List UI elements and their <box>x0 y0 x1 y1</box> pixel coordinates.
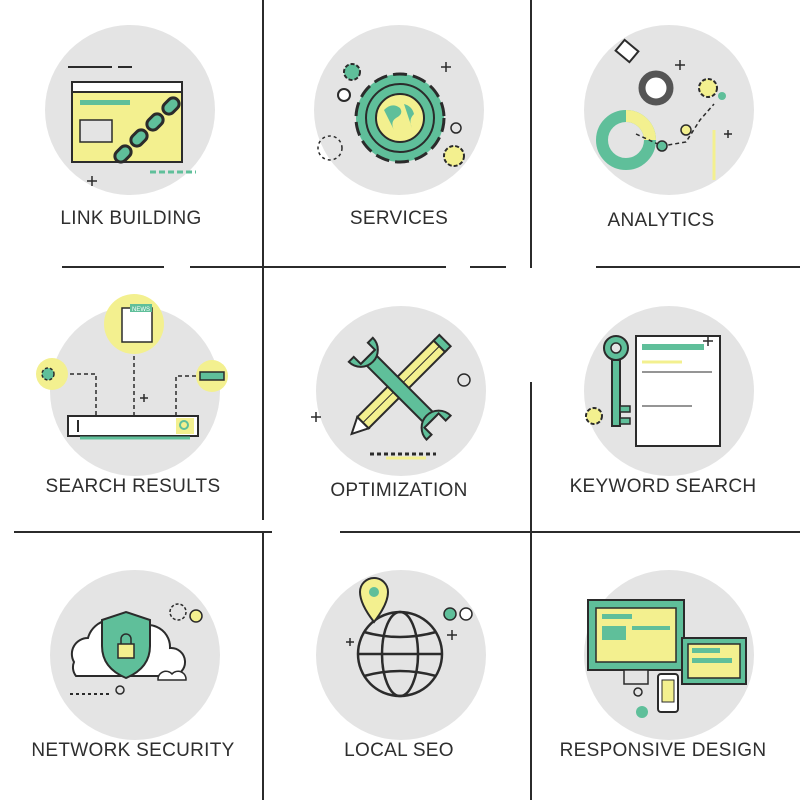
label-search-results: SEARCH RESULTS <box>45 476 221 497</box>
divider-vertical-2b <box>530 382 532 800</box>
divider-horizontal-1c <box>470 266 506 268</box>
cloud-shield-icon <box>70 603 203 695</box>
label-optimization: OPTIMIZATION <box>330 480 468 501</box>
label-network-security: NETWORK SECURITY <box>31 740 235 761</box>
tile-analytics: ANALYTICS <box>532 0 798 266</box>
pencil-wrench-icon <box>311 333 471 460</box>
tile-local-seo: LOCAL SEO <box>266 534 532 800</box>
globe-pin-icon <box>346 577 473 698</box>
chain-link-icon <box>68 66 196 186</box>
news-tag: NEWS <box>132 307 150 313</box>
label-analytics: ANALYTICS <box>607 210 715 231</box>
divider-horizontal-1d <box>596 266 800 268</box>
devices-icon <box>587 599 747 718</box>
magnifier-chart-icon <box>596 38 732 180</box>
label-responsive-design: RESPONSIVE DESIGN <box>559 740 767 761</box>
gear-globe-icon <box>317 62 465 167</box>
tile-responsive-design: RESPONSIVE DESIGN <box>532 534 798 800</box>
divider-horizontal-2b <box>340 531 800 533</box>
tile-link-building: LINK BUILDING <box>0 0 266 266</box>
divider-vertical-1b <box>262 532 264 800</box>
tile-keyword-search: KEYWORD SEARCH <box>532 266 798 532</box>
divider-horizontal-1b <box>190 266 446 268</box>
tile-services: SERVICES <box>266 0 532 266</box>
divider-vertical-1 <box>262 0 264 520</box>
divider-horizontal-2 <box>14 531 272 533</box>
tile-network-security: NETWORK SECURITY <box>0 534 266 800</box>
divider-vertical-2 <box>530 0 532 268</box>
key-document-icon <box>585 335 721 447</box>
tile-search-results: NEWS SEARCH RESULTS <box>0 266 266 532</box>
search-bar-icon: NEWS <box>36 294 228 440</box>
label-keyword-search: KEYWORD SEARCH <box>569 476 757 497</box>
label-local-seo: LOCAL SEO <box>344 740 454 761</box>
label-services: SERVICES <box>349 208 449 229</box>
label-link-building: LINK BUILDING <box>60 208 202 229</box>
tile-optimization: OPTIMIZATION <box>266 266 532 532</box>
divider-horizontal-1 <box>62 266 164 268</box>
